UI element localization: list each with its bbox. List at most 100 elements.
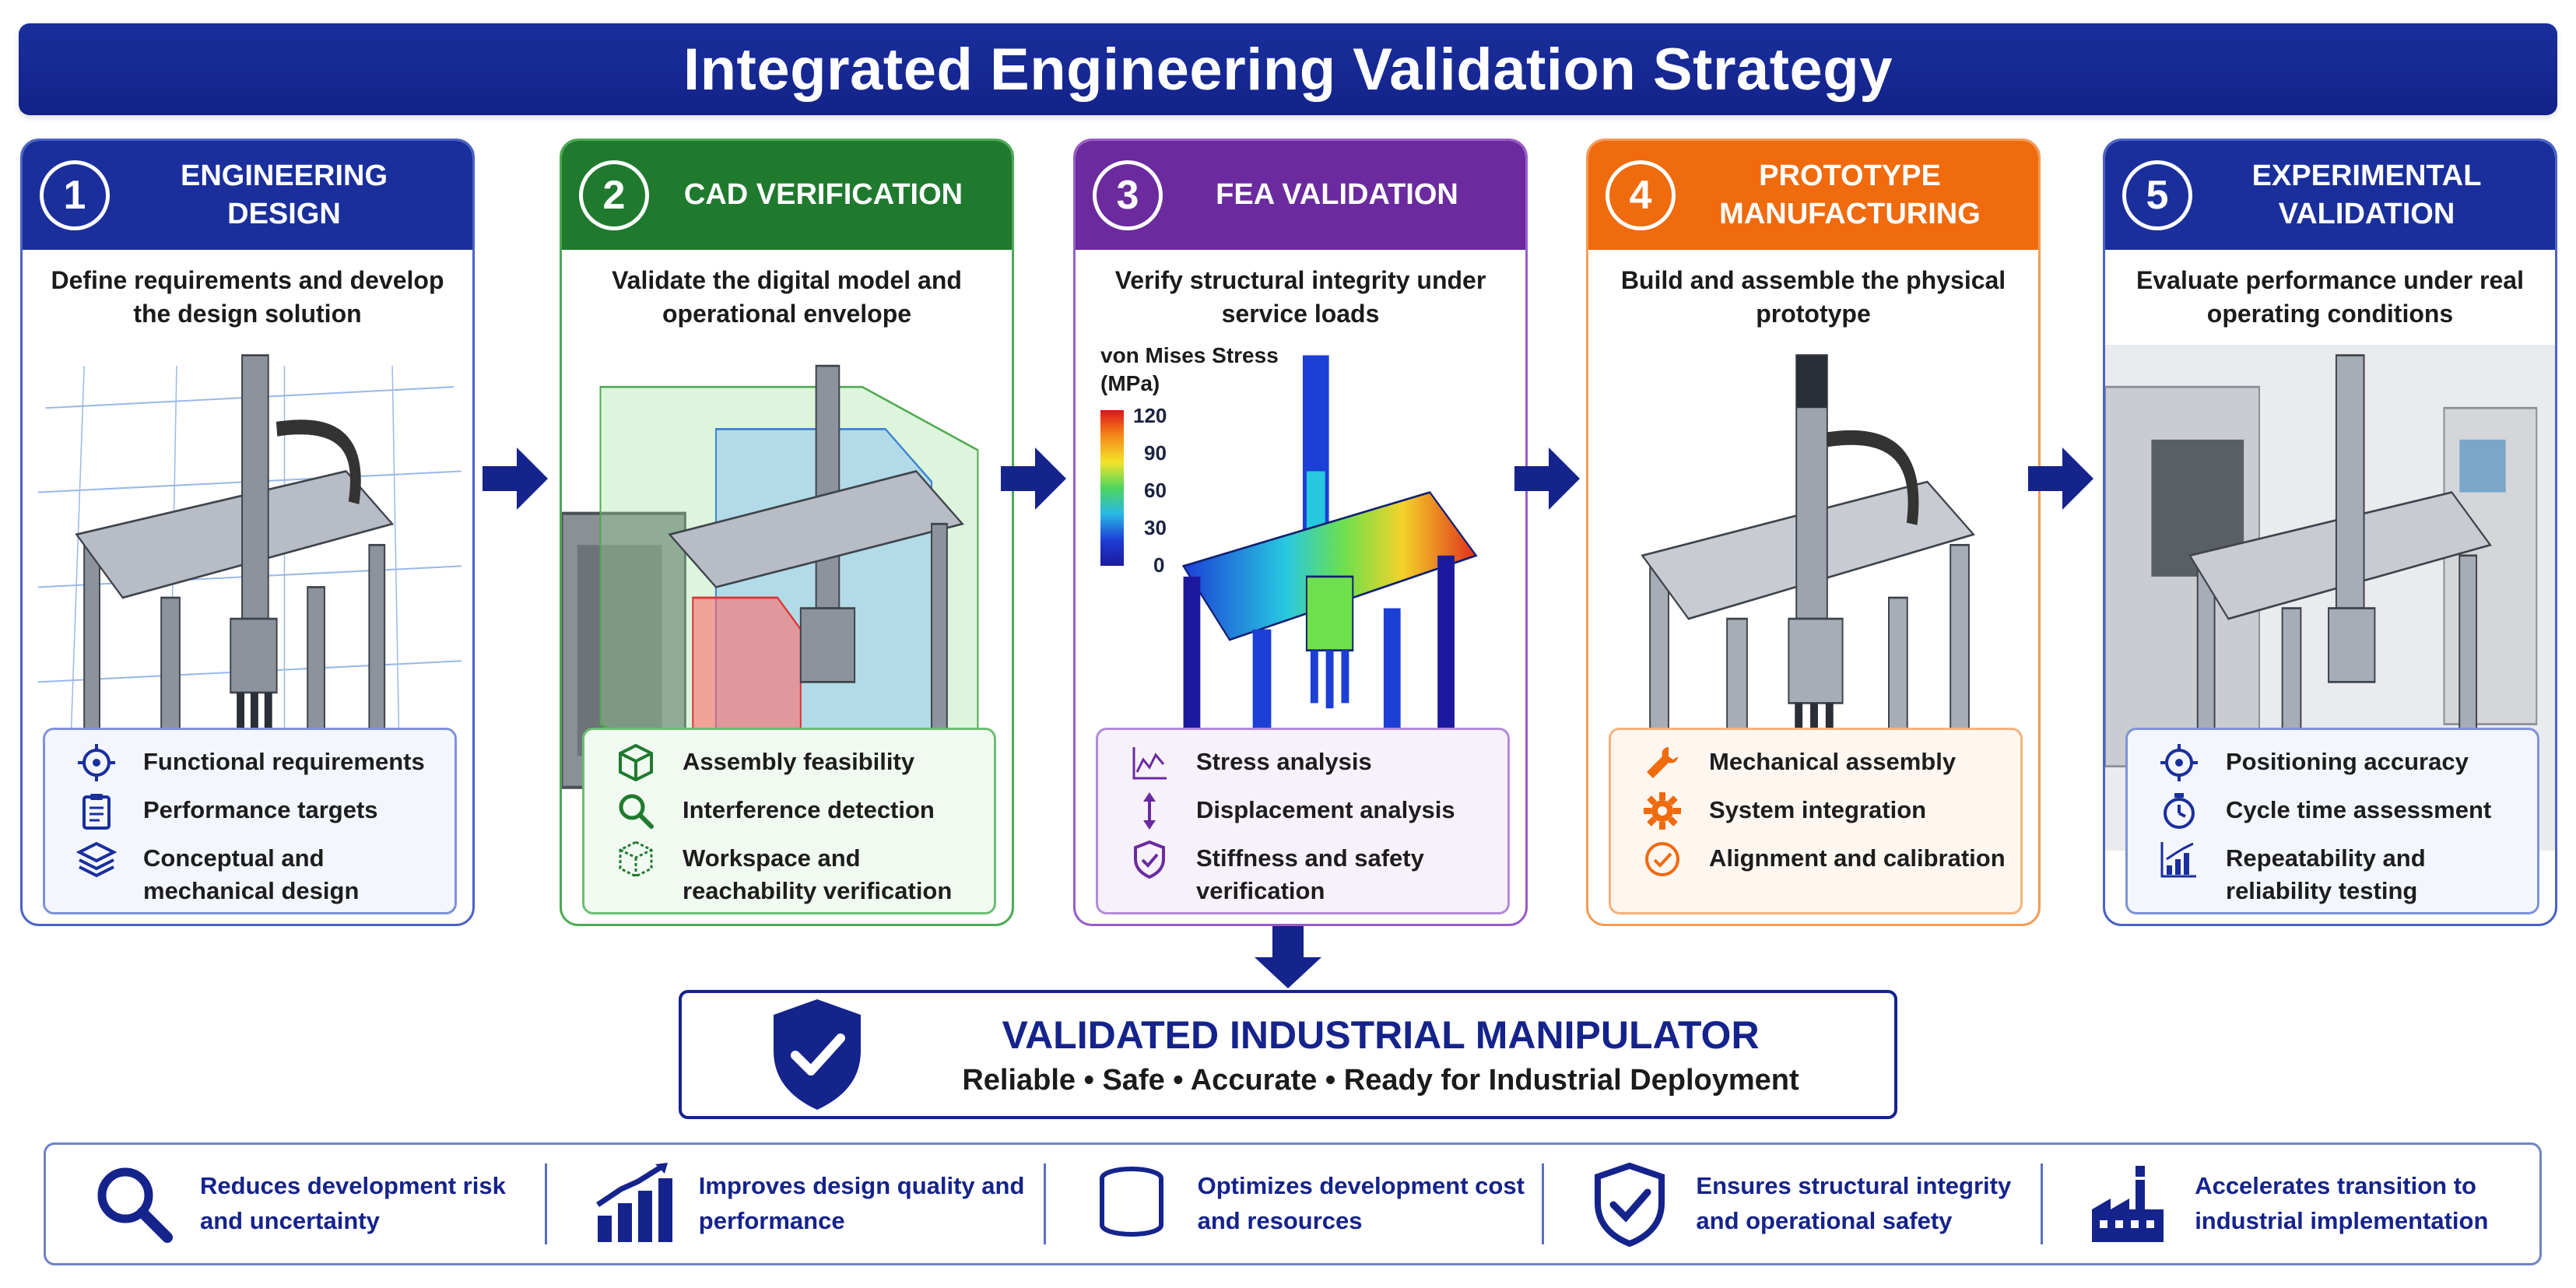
list-item: Workspace and reachability verification: [616, 839, 980, 907]
target-icon: [2159, 742, 2199, 783]
benefit-item: Optimizes development cost and resources: [1043, 1145, 1542, 1263]
title-banner: Integrated Engineering Validation Strate…: [19, 23, 2557, 115]
list-item: Conceptual and mechanical design: [76, 839, 440, 907]
magnifier-icon: [616, 791, 656, 831]
stage-cad-verification: 2 CAD VERIFICATION Validate the digital …: [560, 139, 1014, 926]
benefit-label: Ensures structural integrity and operati…: [1696, 1172, 2012, 1234]
list-item: Performance targets: [76, 791, 440, 831]
stage-number: 2: [579, 160, 649, 230]
list-item-label: Workspace and reachability verification: [683, 844, 953, 904]
stage-description: Define requirements and develop the desi…: [51, 266, 444, 328]
stage-header: 4 PROTOTYPE MANUFACTURING: [1588, 141, 2038, 250]
list-item: Positioning accuracy: [2159, 742, 2523, 783]
vertical-arrows-icon: [1129, 791, 1170, 831]
result-subtitle: Reliable • Safe • Accurate • Ready for I…: [962, 1063, 1799, 1097]
shield-icon: [1129, 839, 1170, 879]
stage-header: 5 EXPERIMENTAL VALIDATION: [2105, 141, 2555, 250]
list-item-label: Assembly feasibility: [683, 748, 915, 775]
list-item: Functional requirements: [76, 742, 440, 783]
stage-header: 3 FEA VALIDATION: [1076, 141, 1525, 250]
list-item: Interference detection: [616, 791, 980, 831]
stress-tick: 0: [1153, 553, 1165, 577]
list-item-label: Performance targets: [143, 796, 378, 823]
stage-number: 5: [2122, 160, 2192, 230]
wrench-icon: [1642, 742, 1683, 783]
coins-stack-icon: [1089, 1161, 1174, 1247]
result-title: VALIDATED INDUSTRIAL MANIPULATOR: [1002, 1013, 1760, 1057]
stress-tick: 60: [1144, 479, 1167, 502]
shield-check-icon: [1587, 1161, 1672, 1247]
factory-icon: [2086, 1161, 2171, 1247]
stage-header: 1 ENGINEERING DESIGN: [23, 141, 472, 250]
benefit-label: Optimizes development cost and resources: [1197, 1172, 1525, 1234]
stress-tick: 120: [1133, 404, 1167, 427]
stage-engineering-design: 1 ENGINEERING DESIGN Define requirements…: [20, 139, 475, 926]
benefit-label: Reduces development risk and uncertainty: [200, 1172, 506, 1234]
benefit-label: Accelerates transition to industrial imp…: [2195, 1172, 2489, 1234]
arrow-right-icon: [2028, 447, 2093, 510]
dashed-cube-icon: [616, 839, 656, 879]
cube-icon: [616, 742, 656, 783]
list-item: Displacement analysis: [1129, 791, 1493, 831]
stage-activities: Stress analysis Displacement analysis St…: [1096, 728, 1510, 914]
stage-activities: Mechanical assembly System integration A…: [1609, 728, 2023, 914]
stage-description: Verify structural integrity under servic…: [1114, 266, 1486, 328]
arrow-down-icon: [1255, 926, 1321, 988]
list-item: System integration: [1642, 791, 2006, 831]
bar-chart-icon: [2159, 839, 2199, 879]
check-circle-icon: [1642, 839, 1683, 879]
stage-description: Build and assemble the physical prototyp…: [1620, 266, 2006, 328]
list-item: Cycle time assessment: [2159, 791, 2523, 831]
result-text: VALIDATED INDUSTRIAL MANIPULATOR Reliabl…: [914, 1013, 1848, 1097]
list-item: Mechanical assembly: [1642, 742, 2006, 783]
stress-legend-title: von Mises Stress (MPa): [1100, 343, 1279, 396]
stage-number: 1: [40, 160, 110, 230]
chart-line-icon: [1129, 742, 1170, 783]
benefit-item: Improves design quality and performance: [544, 1145, 1044, 1263]
list-item-label: System integration: [1709, 796, 1927, 823]
target-icon: [76, 742, 117, 783]
benefit-item: Ensures structural integrity and operati…: [1542, 1145, 2041, 1263]
validated-result-box: VALIDATED INDUSTRIAL MANIPULATOR Reliabl…: [679, 990, 1897, 1119]
stress-tick: 90: [1144, 441, 1167, 465]
list-item-label: Mechanical assembly: [1709, 748, 1957, 775]
benefits-bar: Reduces development risk and uncertainty…: [44, 1142, 2542, 1265]
benefit-item: Reduces development risk and uncertainty: [46, 1145, 545, 1263]
stage-activities: Positioning accuracy Cycle time assessme…: [2125, 728, 2539, 914]
stage-description: Validate the digital model and operation…: [612, 266, 962, 328]
list-item: Repeatability and reliability testing: [2159, 839, 2523, 907]
shield-check-icon: [767, 996, 867, 1113]
arrow-right-icon: [1514, 447, 1580, 510]
stage-fea-validation: 3 FEA VALIDATION Verify structural integ…: [1073, 139, 1528, 926]
stress-tick: 30: [1144, 516, 1167, 539]
stage-activities: Assembly feasibility Interference detect…: [582, 728, 996, 914]
layers-icon: [76, 839, 117, 879]
stage-description: Evaluate performance under real operatin…: [2136, 266, 2524, 328]
list-item-label: Interference detection: [683, 796, 935, 823]
benefit-label: Improves design quality and performance: [698, 1172, 1025, 1234]
stage-prototype-manufacturing: 4 PROTOTYPE MANUFACTURING Build and asse…: [1586, 139, 2041, 926]
gear-icon: [1642, 791, 1683, 831]
list-item-label: Stiffness and safety verification: [1196, 844, 1424, 904]
fea-stress-illustration: von Mises Stress (MPa) 120 90 60 30 0: [1076, 343, 1525, 851]
stage-title: ENGINEERING DESIGN: [180, 159, 388, 230]
stage-title: PROTOTYPE MANUFACTURING: [1719, 159, 1981, 230]
list-item-label: Displacement analysis: [1196, 796, 1455, 823]
stage-number: 3: [1093, 160, 1163, 230]
arrow-right-icon: [483, 447, 548, 510]
page-title: Integrated Engineering Validation Strate…: [683, 36, 1893, 103]
clipboard-icon: [76, 791, 117, 831]
list-item-label: Cycle time assessment: [2226, 796, 2492, 823]
magnifier-icon: [91, 1161, 177, 1247]
growth-chart-icon: [590, 1161, 676, 1247]
list-item-label: Alignment and calibration: [1709, 844, 2006, 872]
arrow-right-icon: [1001, 447, 1066, 510]
stage-title: EXPERIMENTAL VALIDATION: [2251, 159, 2482, 230]
list-item-label: Functional requirements: [143, 748, 425, 775]
stage-activities: Functional requirements Performance targ…: [43, 728, 457, 914]
list-item-label: Repeatability and reliability testing: [2226, 844, 2426, 904]
list-item-label: Stress analysis: [1196, 748, 1372, 775]
stress-color-bar: [1100, 410, 1124, 566]
stopwatch-icon: [2159, 791, 2199, 831]
list-item: Stiffness and safety verification: [1129, 839, 1493, 907]
